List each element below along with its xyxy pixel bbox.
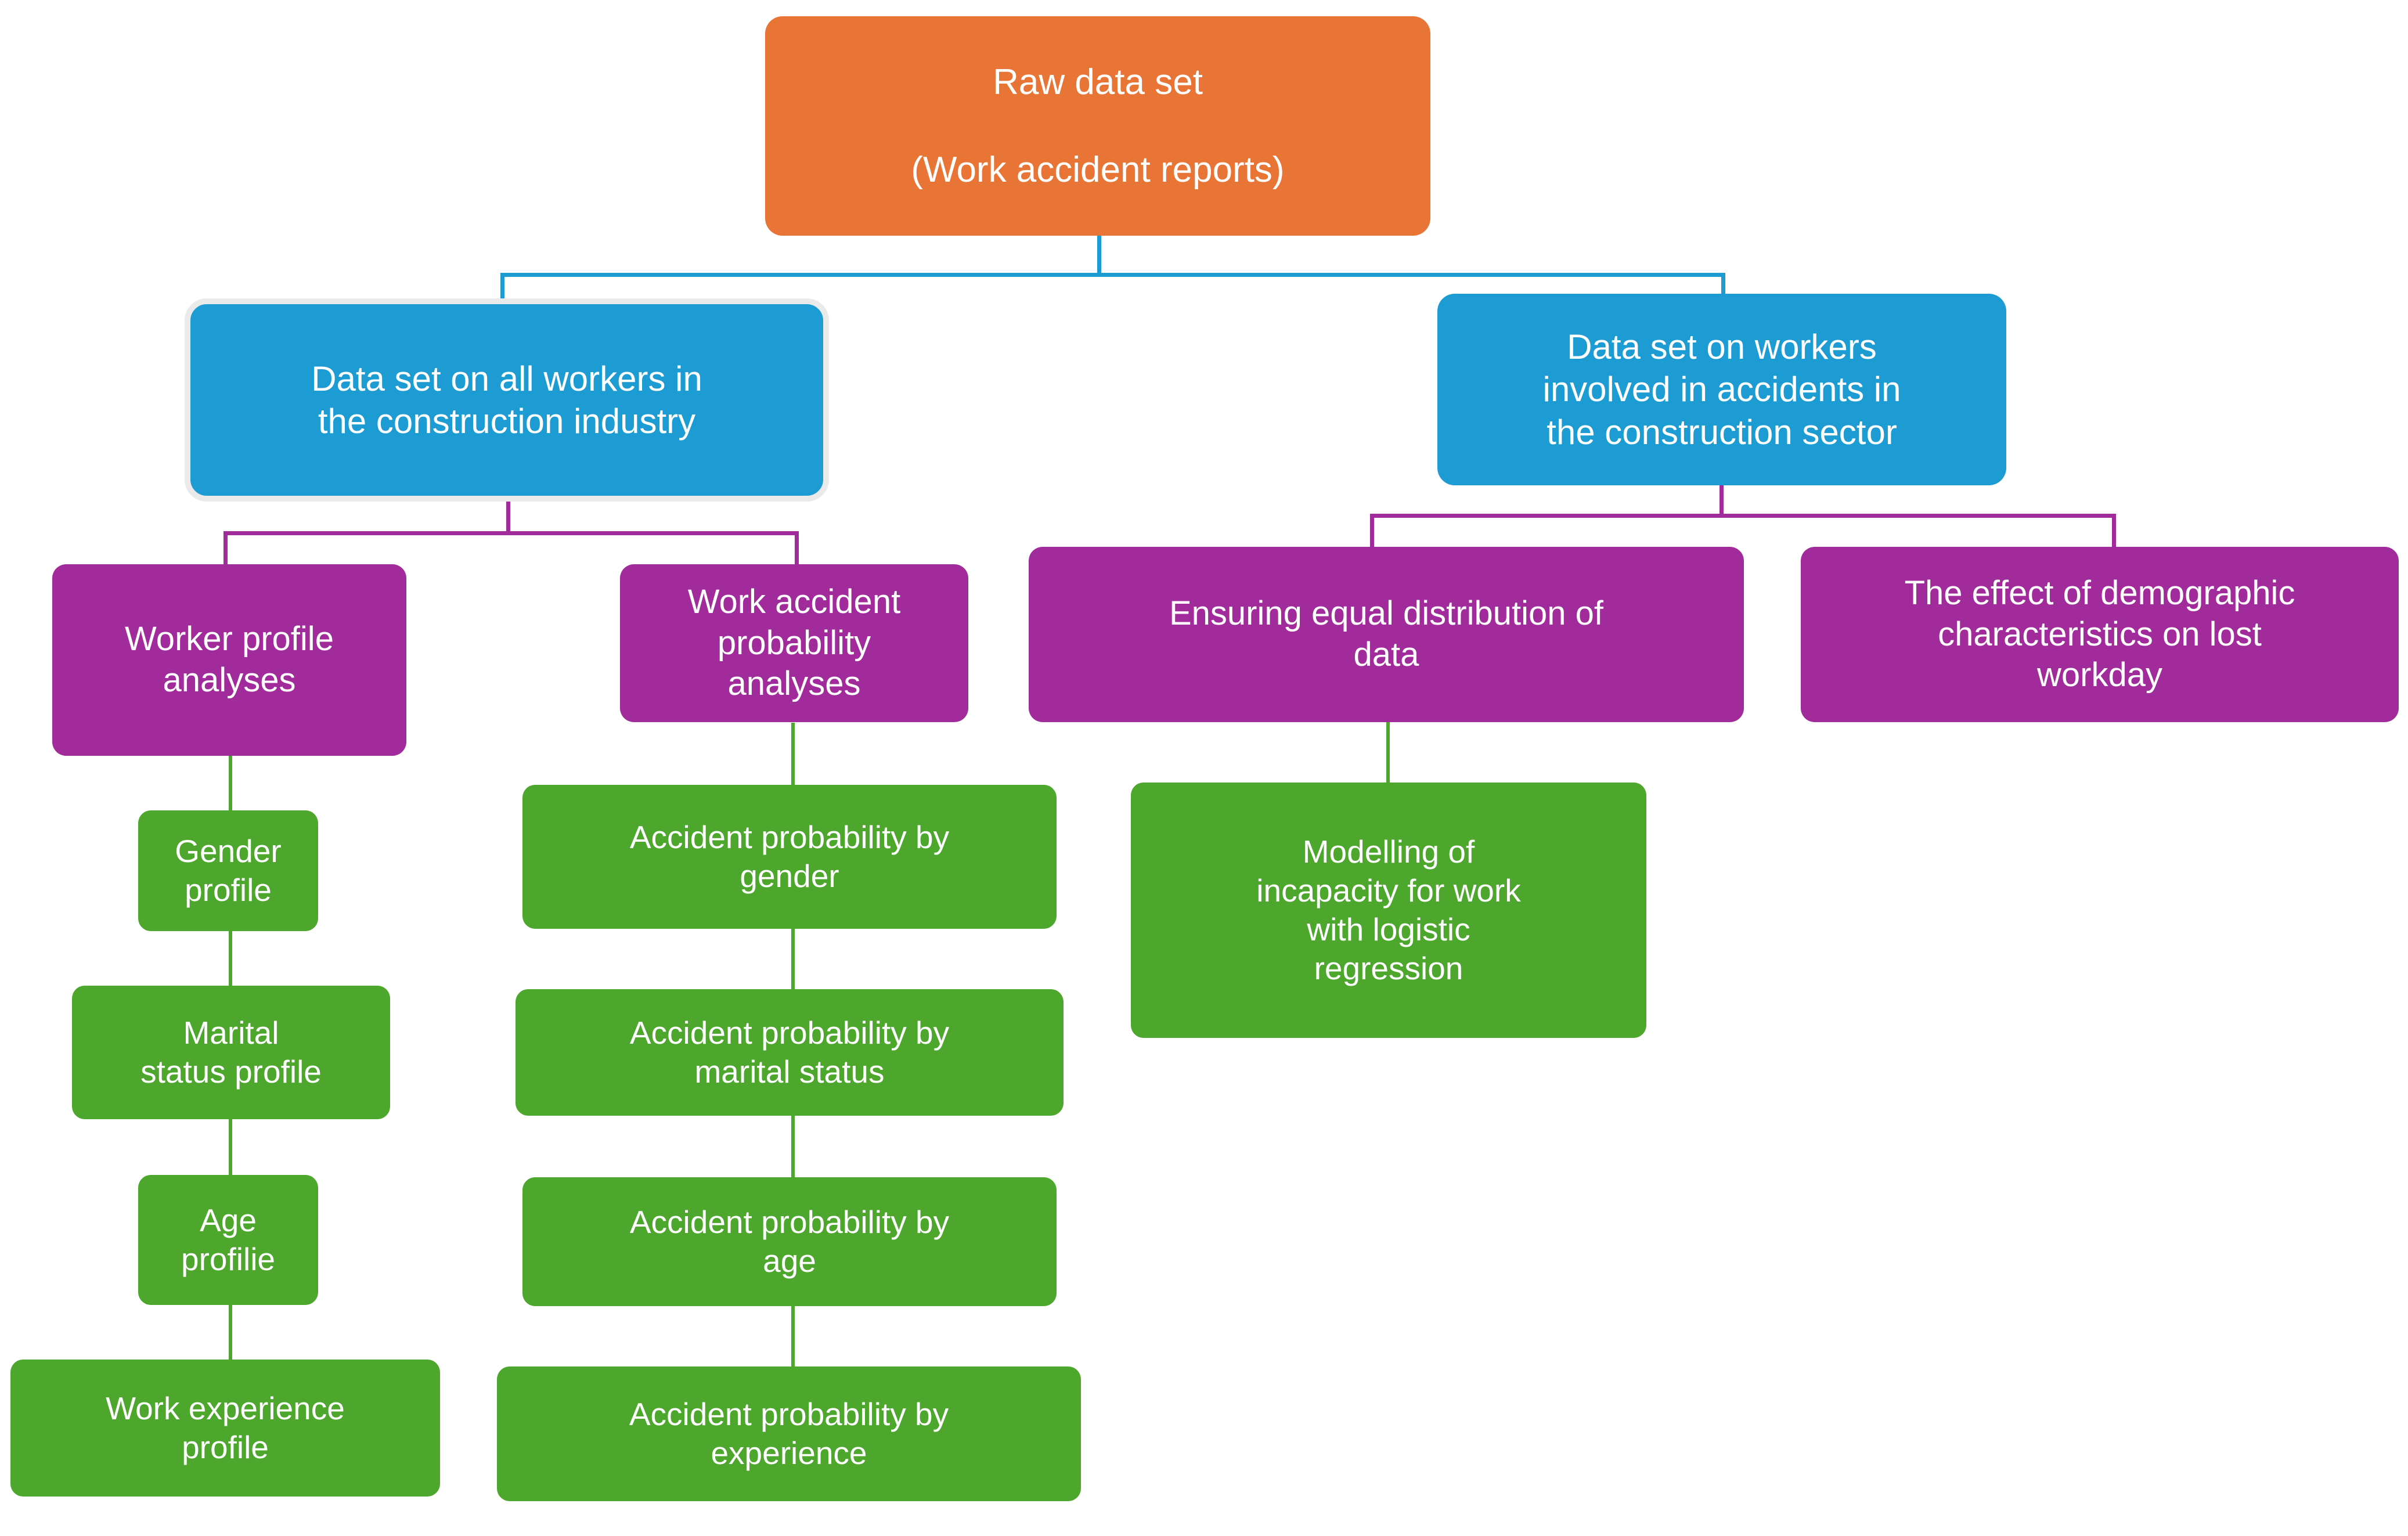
node-dataset-all-workers[interactable]: Data set on all workers in the construct… xyxy=(185,298,829,502)
node-dataset-all-workers-label: Data set on all workers in the construct… xyxy=(311,359,702,441)
connector-root-to-right xyxy=(1721,273,1725,310)
node-dataset-accident-workers[interactable]: Data set on workers involved in accident… xyxy=(1437,294,2006,485)
connector-ap-gender-to-ap-marital xyxy=(791,928,795,990)
node-raw-data-set[interactable]: Raw data set (Work accident reports) xyxy=(765,16,1430,236)
node-worker-profile-analyses-label: Worker profile analyses xyxy=(125,620,334,699)
connector-right-branch-bus xyxy=(1370,514,2116,518)
node-work-experience-profile-label: Work experience profile xyxy=(106,1390,345,1465)
connector-root-to-left xyxy=(500,273,504,310)
connector-ap-marital-to-ap-age xyxy=(791,1115,795,1178)
node-logistic-regression-modelling-label: Modelling of incapacity for work with lo… xyxy=(1256,833,1521,987)
node-worker-profile-analyses[interactable]: Worker profile analyses xyxy=(52,564,406,756)
connector-left-branch-to-accident-probability xyxy=(795,531,799,567)
connector-root-bus xyxy=(500,273,1725,277)
connector-age-to-work-experience xyxy=(229,1303,232,1361)
node-ensuring-equal-distribution-label: Ensuring equal distribution of data xyxy=(1169,594,1604,673)
node-demographic-effect-label: The effect of demographic characteristic… xyxy=(1904,574,2295,694)
connector-left-branch-stem xyxy=(506,497,510,534)
connector-right-branch-to-demographic-effect xyxy=(2112,514,2116,547)
node-dataset-accident-workers-label: Data set on workers involved in accident… xyxy=(1542,327,1901,452)
node-accident-probability-by-gender[interactable]: Accident probability by gender xyxy=(522,785,1057,929)
node-accident-probability-by-experience-label: Accident probability by experience xyxy=(629,1396,949,1471)
connector-equal-distribution-to-modelling xyxy=(1386,720,1390,784)
connector-left-branch-bus xyxy=(224,531,798,535)
connector-left-branch-to-worker-profile xyxy=(224,531,228,567)
node-work-accident-probability-analyses[interactable]: Work accident probability analyses xyxy=(620,564,968,722)
node-work-experience-profile[interactable]: Work experience profile xyxy=(10,1360,440,1497)
node-demographic-effect[interactable]: The effect of demographic characteristic… xyxy=(1801,547,2399,722)
node-gender-profile-label: Gender profile xyxy=(175,832,282,908)
node-accident-probability-by-marital-status-label: Accident probability by marital status xyxy=(629,1014,950,1090)
node-marital-status-profile-label: Marital status profile xyxy=(140,1014,322,1090)
connector-right-branch-to-equal-distribution xyxy=(1370,514,1374,547)
connector-ap-age-to-ap-experience xyxy=(791,1303,795,1368)
connector-accident-analyses-to-gender xyxy=(791,723,795,787)
node-accident-probability-by-gender-label: Accident probability by gender xyxy=(629,819,950,894)
node-accident-probability-by-age[interactable]: Accident probability by age xyxy=(522,1177,1057,1306)
node-gender-profile[interactable]: Gender profile xyxy=(138,810,318,931)
node-raw-data-set-label: Raw data set (Work accident reports) xyxy=(911,62,1285,190)
node-accident-probability-by-age-label: Accident probability by age xyxy=(629,1203,950,1279)
connector-gender-to-marital xyxy=(229,929,232,987)
node-accident-probability-by-marital-status[interactable]: Accident probability by marital status xyxy=(516,989,1064,1116)
node-work-accident-probability-analyses-label: Work accident probability analyses xyxy=(687,582,901,703)
node-age-profile[interactable]: Age profilie xyxy=(138,1175,318,1305)
connector-right-branch-stem xyxy=(1720,482,1724,517)
node-accident-probability-by-experience[interactable]: Accident probability by experience xyxy=(497,1366,1081,1501)
node-logistic-regression-modelling[interactable]: Modelling of incapacity for work with lo… xyxy=(1131,783,1646,1038)
connector-marital-to-age xyxy=(229,1117,232,1177)
node-age-profile-label: Age profilie xyxy=(181,1202,276,1277)
connector-worker-profile-to-gender xyxy=(229,755,232,813)
connector-root-stem xyxy=(1097,235,1101,275)
node-ensuring-equal-distribution[interactable]: Ensuring equal distribution of data xyxy=(1029,547,1744,722)
node-marital-status-profile[interactable]: Marital status profile xyxy=(72,986,390,1119)
